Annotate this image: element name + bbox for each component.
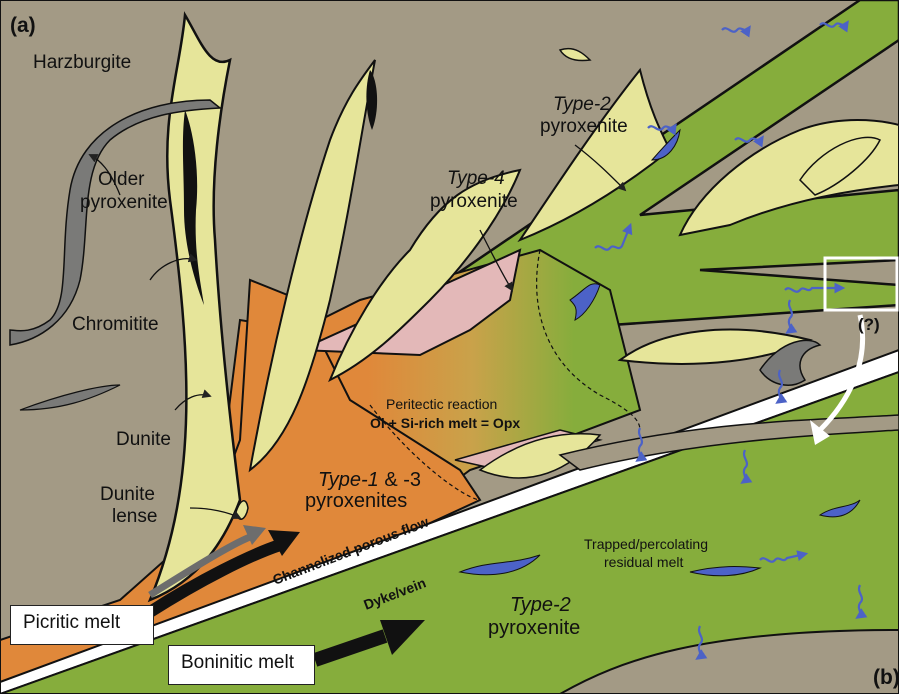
label-older-pyroxenite: pyroxenite bbox=[80, 192, 168, 213]
label-type2-top-pyroxenite: pyroxenite bbox=[540, 116, 628, 137]
label-dunite-lense-1: Dunite bbox=[100, 484, 155, 505]
label-trapped: Trapped/percolating bbox=[584, 536, 708, 552]
label-type2-bottom-pyroxenite: pyroxenite bbox=[488, 617, 580, 639]
label-peritectic: Peritectic reaction bbox=[386, 396, 497, 412]
panel-label-b: (b) bbox=[873, 666, 899, 689]
label-dunite-lense-2: lense bbox=[112, 506, 157, 527]
label-type1: Type-1 bbox=[318, 469, 379, 491]
label-harzburgite: Harzburgite bbox=[33, 52, 131, 73]
panel-label-a: (a) bbox=[10, 14, 36, 37]
label-type2-top: Type-2 bbox=[553, 94, 611, 115]
boninitic-melt-box: Boninitic melt bbox=[168, 645, 315, 685]
label-type4: Type-4 bbox=[447, 168, 505, 189]
label-question: (?) bbox=[858, 315, 880, 334]
label-type2-bottom: Type-2 bbox=[510, 594, 571, 616]
label-type4-pyroxenite: pyroxenite bbox=[430, 191, 518, 212]
picritic-melt-box: Picritic melt bbox=[10, 605, 154, 645]
label-pyroxenites: pyroxenites bbox=[305, 490, 407, 512]
label-residual-melt: residual melt bbox=[604, 554, 683, 570]
label-type1-3: Type-1 & -3 bbox=[318, 469, 421, 491]
label-older: Older bbox=[98, 169, 145, 190]
label-chromitite: Chromitite bbox=[72, 314, 159, 335]
label-dunite: Dunite bbox=[116, 429, 171, 450]
label-amp: & -3 bbox=[379, 469, 421, 491]
label-reaction: Ol + Si-rich melt = Opx bbox=[370, 415, 520, 431]
